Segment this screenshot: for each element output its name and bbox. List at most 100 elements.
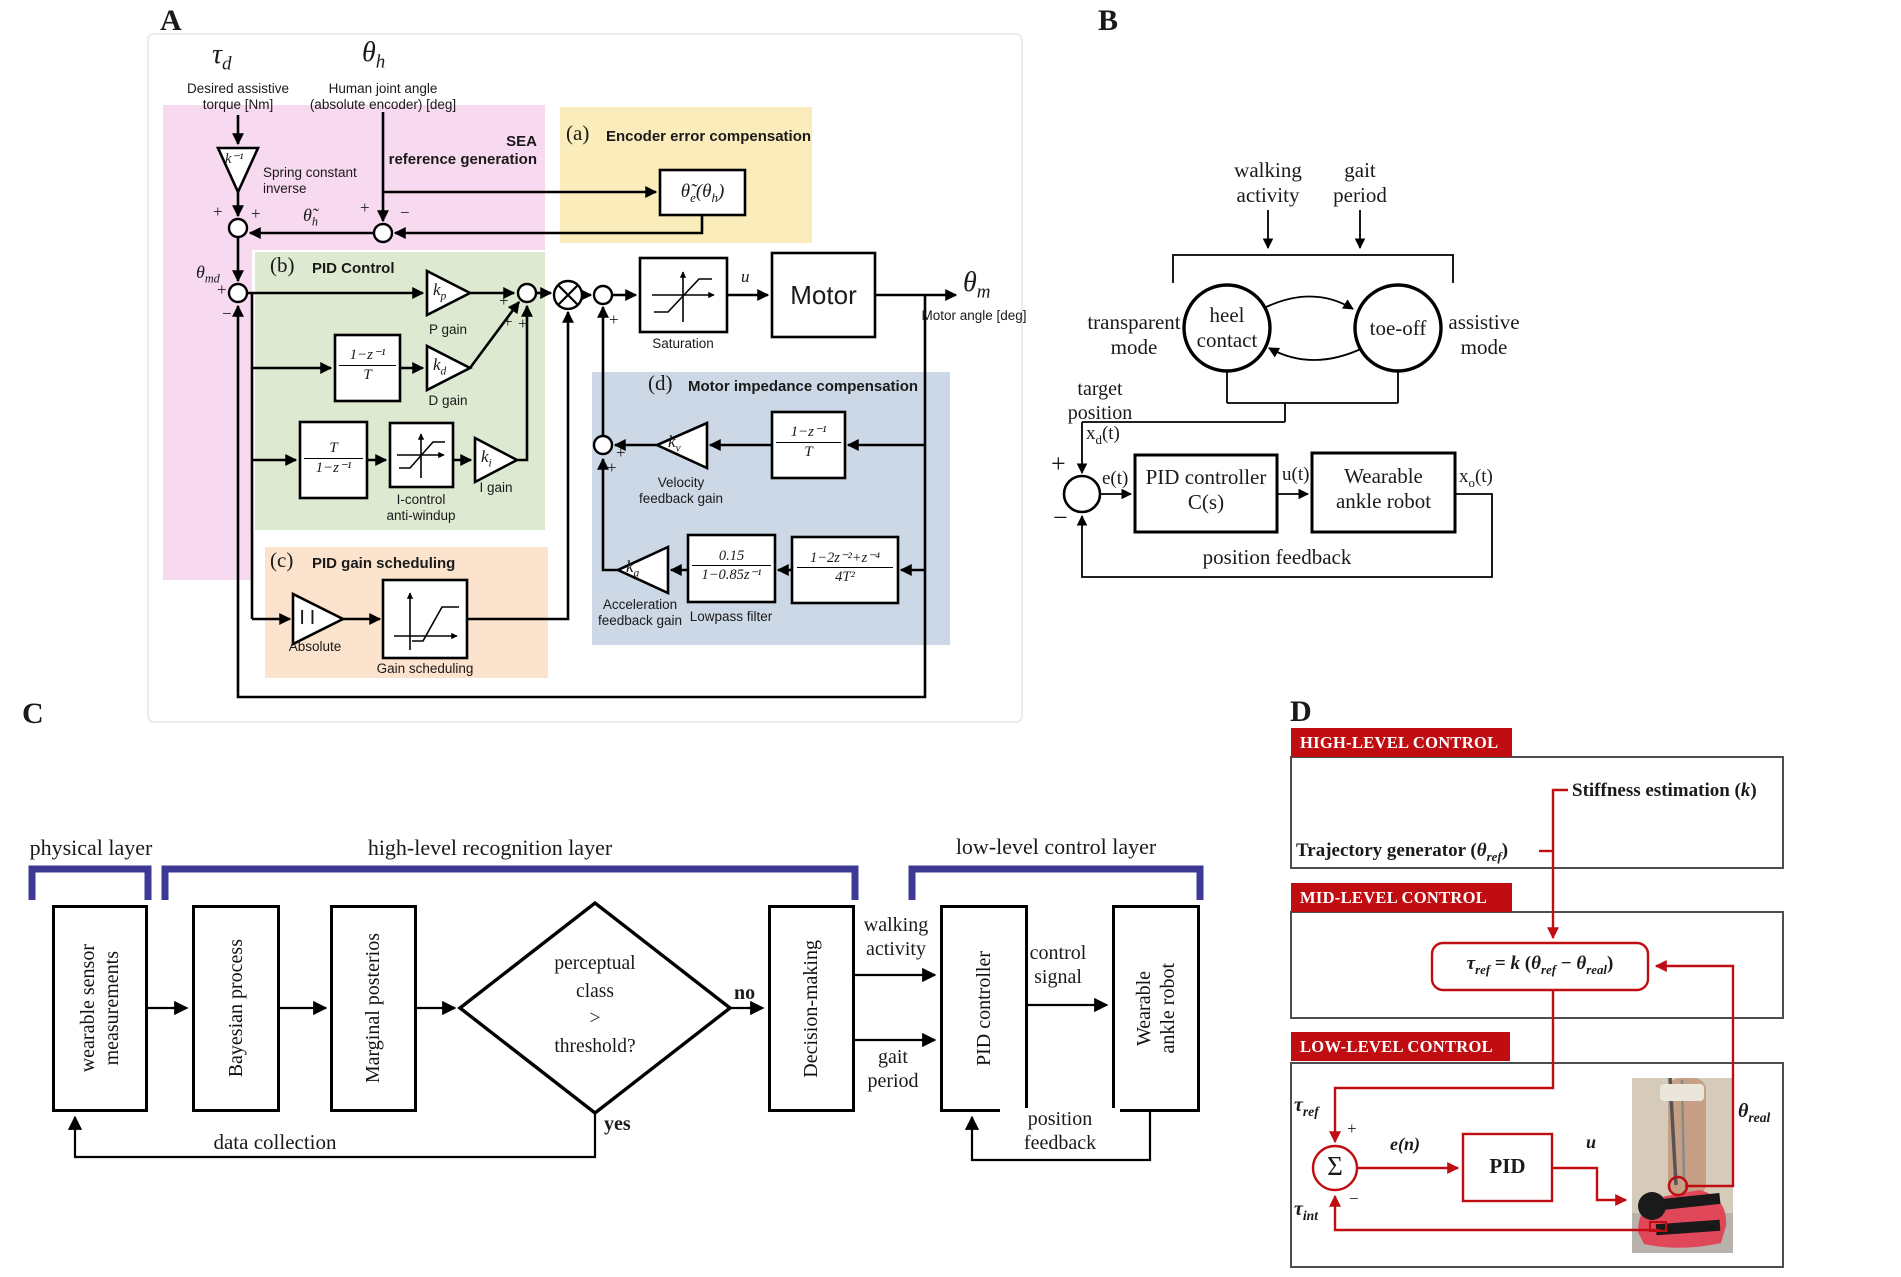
sign-d-plus: + (1347, 1119, 1357, 1138)
sign-j3-bottom: − (222, 304, 232, 323)
physical-layer-label: physical layer (29, 835, 153, 860)
region-c-title: PID gain scheduling (312, 555, 456, 572)
theta-md-label: θmd (196, 262, 220, 286)
heel-contact-state (1182, 283, 1272, 373)
accel-gain-caption: Acceleration feedback gain (580, 597, 700, 629)
panel-a-frame (147, 33, 1023, 723)
motor-angle-caption: Motor angle [deg] (921, 308, 1027, 323)
ka-label: ka (626, 557, 640, 580)
theta-h-caption: Human joint angle (absolute encoder) [de… (300, 81, 466, 113)
diamond-line3: > (589, 1008, 601, 1030)
panel-d-red-nodes (1311, 941, 1650, 1203)
encoder-error-block (658, 168, 747, 217)
encoder-error-label: θ̃e(θh) (680, 181, 725, 205)
sensor-box-line1: wearable sensor (76, 944, 99, 1073)
decision-making-box: Decision-making (768, 905, 855, 1112)
region-a-tag: (a) (566, 121, 590, 145)
ctrl-line1: control (1029, 942, 1087, 964)
pid-c-label: PID controller (972, 951, 995, 1066)
pid-controller-box-c: PID controller (940, 905, 1028, 1112)
velocity-gain-caption: Velocity feedback gain (621, 475, 741, 507)
heel-line2: contact (1196, 327, 1258, 352)
yes-label: yes (604, 1113, 631, 1135)
derivative-tf-block (333, 333, 402, 403)
theta-h-symbol: θh (362, 37, 386, 73)
stiffness-estimation-label: Stiffness estimation (k) (1572, 780, 1757, 801)
threshold-diamond-label: perceptual class > threshold? (515, 950, 675, 1061)
highlevel-banner (1291, 728, 1512, 757)
u-label-d: u (1586, 1132, 1597, 1152)
kd-gain-triangle (425, 343, 473, 393)
theta-h-caption-line2: (absolute encoder) [deg] (309, 96, 457, 112)
gait-c-line2: period (867, 1069, 919, 1092)
marginal-box-label: Marginal posterios (362, 933, 384, 1084)
toe-off-state (1353, 283, 1443, 373)
gain-scheduling-curve-icon (394, 592, 459, 650)
walking-activity-label-b: walking activity (1208, 158, 1328, 208)
theta-h-caption-line1: Human joint angle (328, 81, 438, 96)
integrator-tf-den: 1−z⁻¹ (315, 459, 352, 476)
sign-j6-bottom: + (607, 458, 617, 477)
sum-junction-impedance (592, 434, 614, 456)
tau-d-symbol: τd (212, 39, 232, 75)
midlevel-banner-label: MID-LEVEL CONTROL (1300, 888, 1488, 907)
sign-j5-bottom: + (609, 310, 619, 329)
toe-off-label: toe-off (1369, 316, 1427, 340)
saturation-caption: Saturation (652, 336, 714, 351)
anti-windup-caption: I-control anti-windup (371, 492, 471, 524)
ka-gain-triangle (614, 544, 670, 596)
sign-b-plus: + (1051, 449, 1066, 478)
accel-gain-line2: feedback gain (597, 612, 683, 628)
accel-tf-num: 1−2z⁻²+z⁻⁴ (809, 550, 881, 566)
gain-scheduling-caption: Gain scheduling (376, 661, 474, 676)
i-gain-caption: I gain (479, 480, 513, 495)
velocity-gain-line1: Velocity (657, 475, 705, 490)
trajectory-generator-label: Trajectory generator (θref) (1296, 840, 1509, 864)
transparent-mode-label: transparent mode (1074, 310, 1194, 360)
integrator-tf-block (298, 420, 369, 500)
diamond-line2: class (576, 980, 614, 1002)
derivative-tf-den: T (363, 366, 372, 383)
highlevel-banner-label: HIGH-LEVEL CONTROL (1300, 733, 1499, 752)
gait-line1: gait (1344, 158, 1376, 182)
ut-label: u(t) (1282, 464, 1310, 485)
pid-block-d (1461, 1132, 1554, 1203)
panel-d-red-wires (1329, 788, 1735, 1232)
highlevel-layer-label: high-level recognition layer (367, 835, 613, 860)
region-d-tag: (d) (648, 371, 673, 395)
panel-c-wires (67, 967, 1152, 1162)
anti-windup-line1: I-control (396, 492, 446, 507)
spring-inverse-symbol: k⁻¹ (225, 151, 244, 167)
sum-junction-pid (516, 282, 538, 304)
pid-controller-block-b (1133, 453, 1279, 534)
saturation-curve-icon (652, 271, 715, 322)
panel-a-wires (232, 112, 958, 699)
midlevel-banner (1291, 883, 1512, 912)
walking-c-line1: walking (863, 914, 929, 936)
posfb-line2: feedback (1023, 1131, 1097, 1154)
position-feedback-label-c: position feedback (1000, 1108, 1120, 1156)
region-a-title: Encoder error compensation (606, 128, 812, 145)
kv-gain-triangle (653, 421, 709, 471)
ankle-robot-block-b (1310, 451, 1457, 534)
robot-c-line2: ankle robot (1156, 963, 1179, 1054)
sum-junction-b (1062, 474, 1102, 514)
gain-scheduling-block (381, 578, 469, 660)
bayesian-box-label: Bayesian process (224, 939, 247, 1078)
photo-strap-2 (1655, 1219, 1721, 1236)
pid-label-d: PID (1489, 1154, 1526, 1178)
assistive-line1: assistive (1448, 310, 1520, 334)
panel-b-nodes (1062, 283, 1457, 534)
midlevel-box (1290, 911, 1784, 1019)
torque-formula-box (1430, 941, 1650, 992)
photo-leg (1668, 1078, 1706, 1196)
physical-layer-bracket (28, 865, 152, 900)
anti-windup-line2: anti-windup (386, 507, 456, 523)
theta-real-label: θreal (1738, 1100, 1771, 1125)
multiply-cross-icon (557, 284, 579, 306)
panel-a-letter: A (160, 4, 182, 37)
spring-inverse-caption: Spring constant inverse (263, 165, 357, 197)
